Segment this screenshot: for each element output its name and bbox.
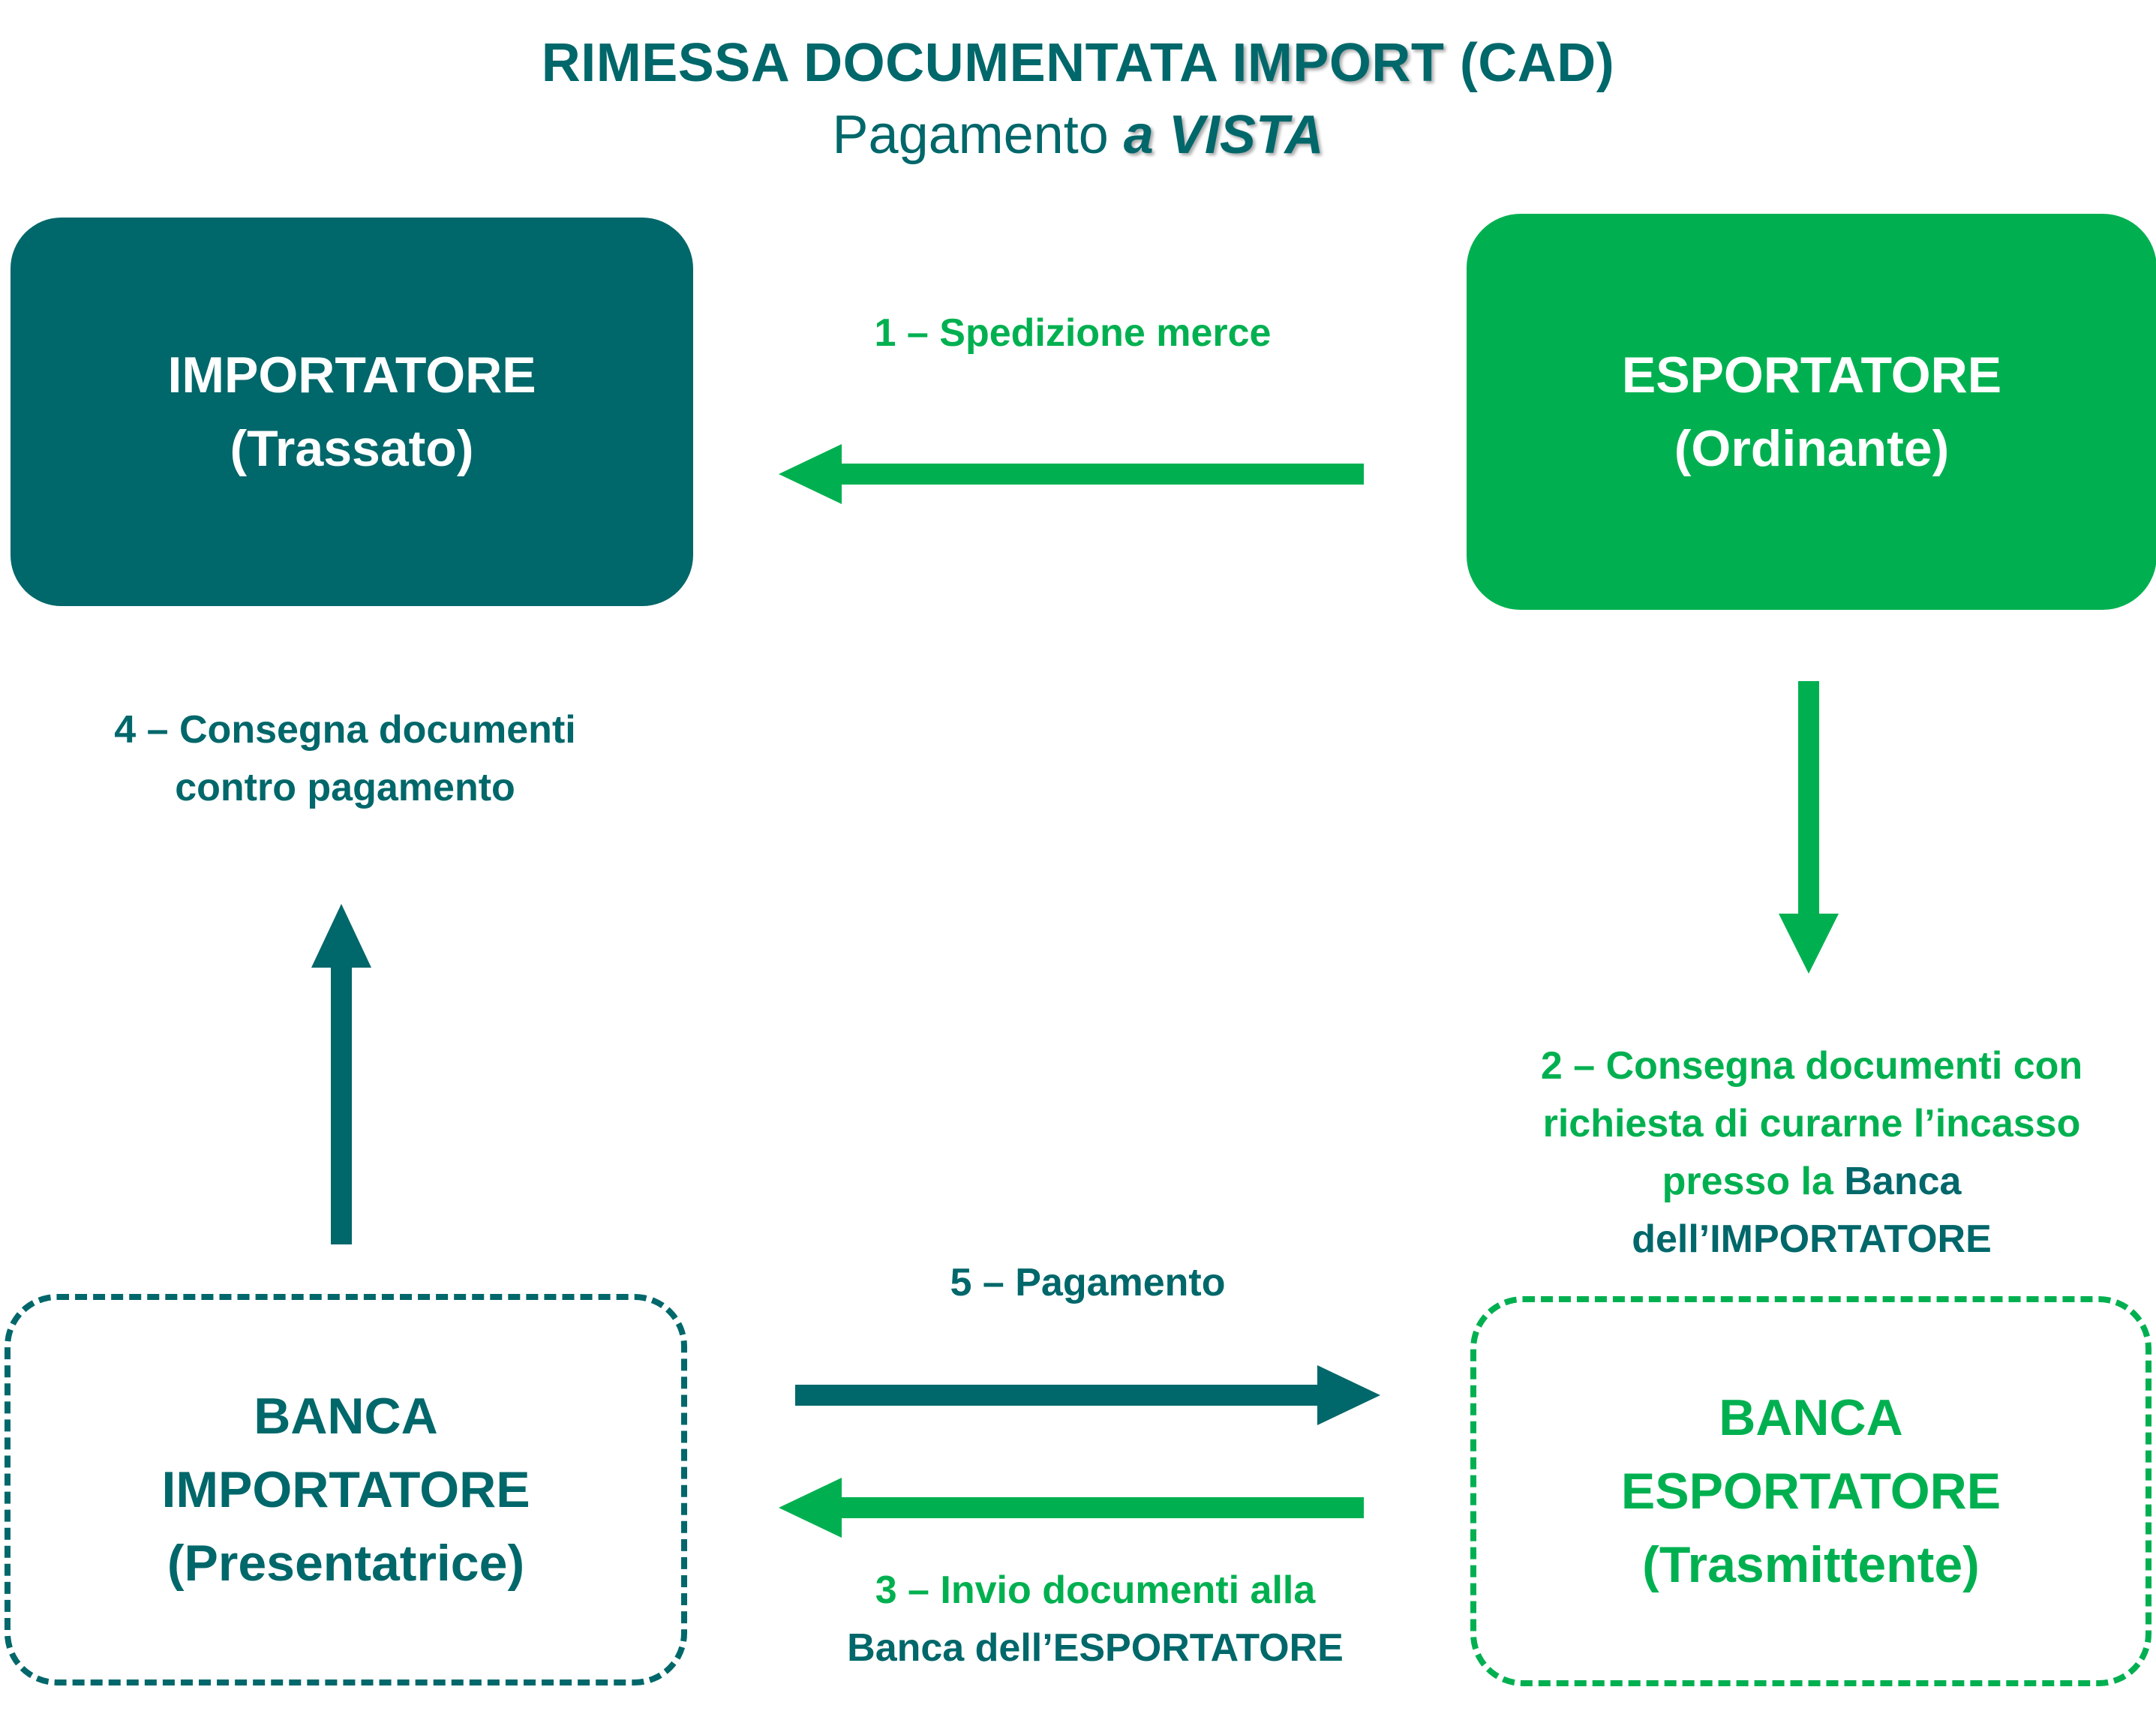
step-2-line1: 2 – Consegna documenti con [1540, 1044, 2083, 1088]
step-4-label: 4 – Consegna documenti contro pagamento [45, 701, 645, 817]
step-3-line1: 3 – Invio documenti alla [875, 1568, 1316, 1612]
diagram-subtitle: Pagamento a VISTA [0, 99, 2156, 171]
node-banca-esportatore: BANCA ESPORTATORE (Trasmittente) [1470, 1296, 2151, 1686]
node-esportatore-title: ESPORTATORE [1621, 347, 2002, 404]
node-banca-importatore-line2: IMPORTATORE [161, 1461, 530, 1518]
subtitle-prefix: Pagamento [832, 105, 1124, 165]
step-3-label: 3 – Invio documenti alla Banca dell’ESPO… [780, 1562, 1410, 1677]
node-banca-importatore-line1: BANCA [254, 1388, 438, 1445]
arrow-consegna-documenti-banca [1779, 681, 1839, 974]
node-banca-importatore: BANCA IMPORTATORE (Presentatrice) [5, 1294, 687, 1685]
node-importatore-role: (Trassato) [230, 420, 474, 477]
arrow-invio-documenti [779, 1478, 1364, 1538]
step-5-label: 5 – Pagamento [950, 1261, 1226, 1304]
step-3-line2: Banca dell’ESPORTATORE [847, 1626, 1344, 1670]
step-1-label: 1 – Spedizione merce [874, 311, 1272, 355]
node-banca-importatore-role: (Presentatrice) [167, 1535, 525, 1592]
node-banca-esportatore-line2: ESPORTATORE [1620, 1463, 2001, 1520]
diagram-title: RIMESSA DOCUMENTATA IMPORT (CAD) [0, 27, 2156, 99]
title-emphasis: IMPORT [1232, 33, 1445, 93]
node-importatore-title: IMPORTATORE [167, 347, 536, 404]
title-prefix: RIMESSA DOCUMENTATA [541, 33, 1233, 93]
subtitle-emphasis: a VISTA [1123, 105, 1324, 165]
title-suffix: (CAD) [1444, 33, 1615, 93]
node-banca-esportatore-role: (Trasmittente) [1642, 1536, 1980, 1593]
node-importatore: IMPORTATORE (Trassato) [11, 218, 693, 606]
step-2-line4: dell’IMPORTATORE [1632, 1217, 1992, 1261]
step-2-line3-bank: Banca [1844, 1160, 1962, 1203]
step-2-line3: presso la Banca [1489, 1153, 2134, 1211]
step-2-line3-prefix: presso la [1662, 1160, 1845, 1203]
arrow-spedizione-merce [779, 444, 1364, 504]
step-2-label: 2 – Consegna documenti con richiesta di … [1489, 1037, 2134, 1268]
node-esportatore-role: (Ordinante) [1674, 420, 1950, 477]
arrow-pagamento [795, 1365, 1380, 1425]
step-2-line2: richiesta di curarne l’incasso [1542, 1102, 2081, 1145]
node-banca-esportatore-line1: BANCA [1719, 1389, 1903, 1446]
step-4-line2: contro pagamento [175, 766, 515, 809]
step-4-line1: 4 – Consegna documenti [114, 708, 576, 752]
arrow-consegna-contro-pagamento [311, 904, 371, 1244]
node-esportatore: ESPORTATORE (Ordinante) [1467, 214, 2156, 610]
